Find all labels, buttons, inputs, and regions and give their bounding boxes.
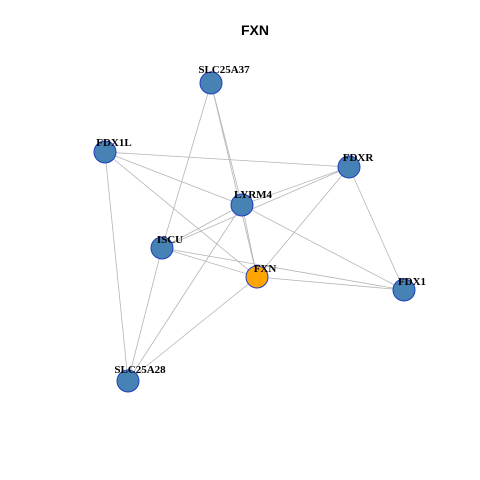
edge-fdx1l-lyrm4 [104,151,243,206]
node-fdx1[interactable] [392,278,416,302]
node-lyrm4[interactable] [230,193,254,217]
graph-title: FXN [241,22,269,38]
edge-fdx1l-fxn [104,151,258,278]
edge-lyrm4-fxn [241,204,258,278]
edge-fdxr-fxn [256,166,350,278]
edge-slc25a37-iscu [161,82,212,249]
edge-lyrm4-slc25a28 [127,204,243,382]
node-iscu[interactable] [150,236,174,260]
node-label-slc25a28: SLC25A28 [114,364,166,376]
node-fdxr[interactable] [337,155,361,179]
edge-lyrm4-iscu [161,204,243,249]
edges-layer [104,82,405,382]
node-label-fdx1l: FDX1L [96,137,131,149]
node-slc25a28[interactable] [116,369,140,393]
nodes-layer [93,71,416,393]
edge-iscu-fxn [161,247,258,278]
edge-fxn-slc25a28 [127,276,258,382]
node-label-fdxr: FDXR [343,152,375,164]
edge-fdxr-iscu [161,166,350,249]
edge-fdx1l-slc25a28 [104,151,129,382]
edge-fdx1l-fdxr [104,151,350,168]
node-label-lyrm4: LYRM4 [234,189,273,201]
node-label-fdx1: FDX1 [398,276,426,288]
node-label-fxn: FXN [254,263,277,275]
edge-slc25a37-fxn [210,82,258,278]
edge-fdxr-fdx1 [348,166,405,291]
node-fxn[interactable] [245,265,269,289]
edge-fxn-fdx1 [256,276,405,291]
edge-lyrm4-fdx1 [241,204,405,291]
edge-iscu-slc25a28 [127,247,163,382]
node-label-iscu: ISCU [157,234,183,246]
edge-iscu-fdx1 [161,247,405,291]
node-slc25a37[interactable] [199,71,223,95]
edge-fdxr-lyrm4 [241,166,350,206]
node-label-slc25a37: SLC25A37 [198,64,250,76]
node-fdx1l[interactable] [93,140,117,164]
